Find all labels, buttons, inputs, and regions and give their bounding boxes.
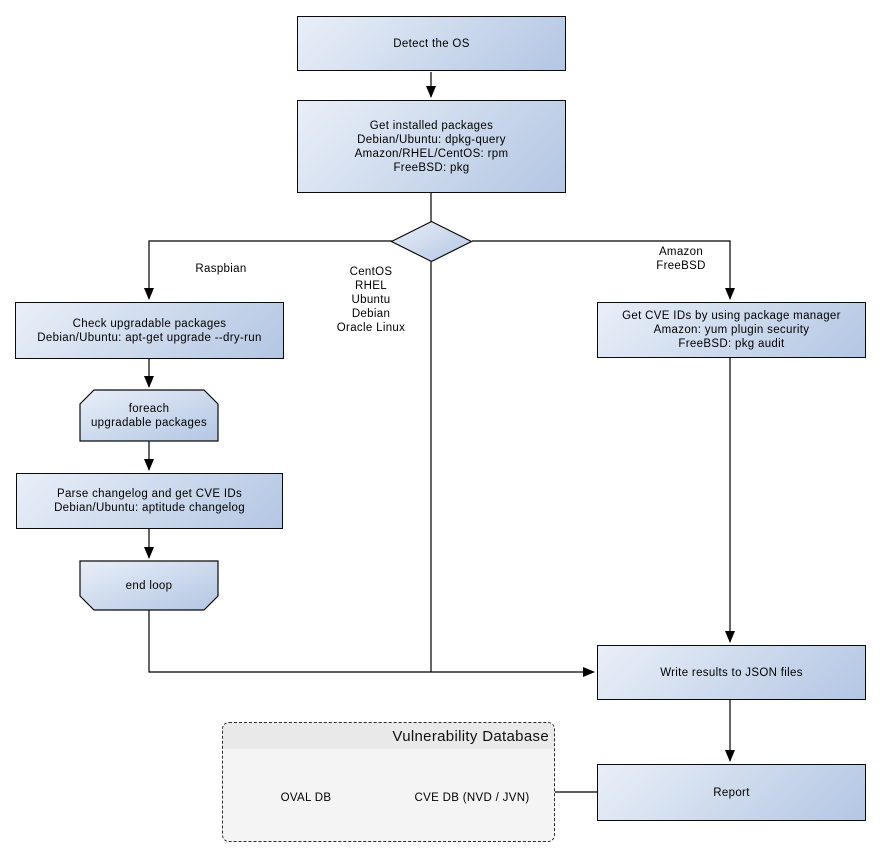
end-loop-label: end loop [125,579,173,592]
cve-db-label: CVE DB (NVD / JVN) [414,792,530,804]
edge-decision-to-check [144,240,392,300]
node-get-cve-ids: Get CVE IDs by using package manager Ama… [597,302,866,358]
edge-decision-to-getcve [472,240,735,300]
vulnerability-database-panel: Vulnerability Database [222,722,555,842]
edge-label-raspbian: Raspbian [195,263,247,275]
node-parse-changelog: Parse changelog and get CVE IDs Debian/U… [16,473,283,529]
vulnerability-database-title: Vulnerability Database [223,723,554,749]
node-report: Report [597,764,866,821]
edge-label-centos-group: CentOS RHEL Ubuntu Debian Oracle Linux [336,266,406,334]
node-write-results-json: Write results to JSON files [597,645,866,700]
edge-label-amazon-group: Amazon FreeBSD [656,246,706,272]
edge-endloop-to-json [148,610,595,677]
foreach-loop-label: foreach upgradable packages [90,402,208,429]
node-check-upgradable-packages: Check upgradable packages Debian/Ubuntu:… [15,302,284,359]
node-detect-os: Detect the OS [297,16,566,71]
foreach-loop-shape [79,389,219,442]
end-loop-shape [79,560,219,611]
decision-diamond [390,220,473,263]
node-get-installed-packages: Get installed packages Debian/Ubuntu: dp… [297,100,566,193]
oval-db-label: OVAL DB [280,792,332,804]
